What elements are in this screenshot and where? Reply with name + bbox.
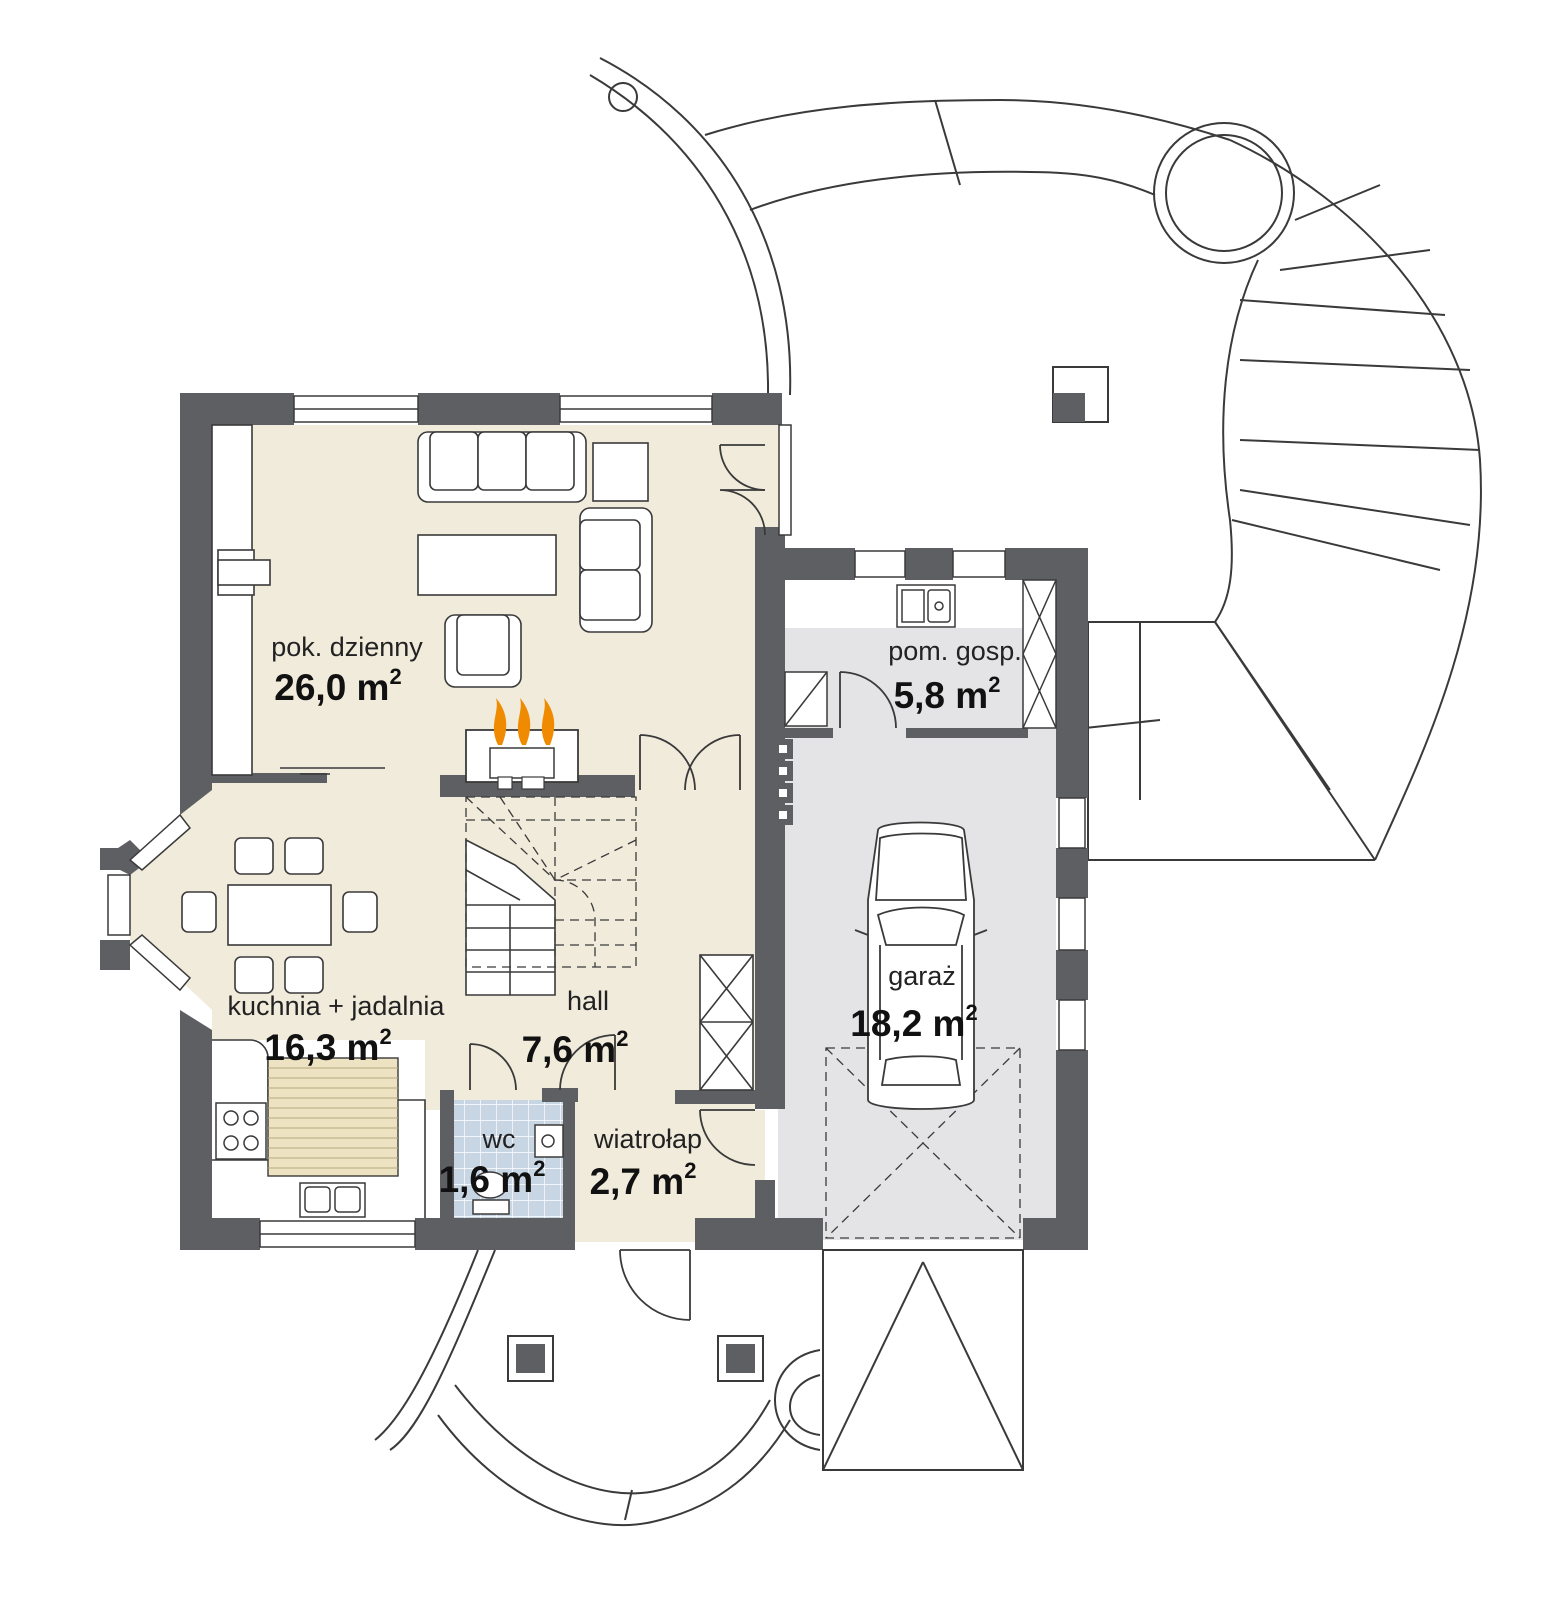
terrace-outline xyxy=(589,57,1482,861)
coffee-table xyxy=(417,534,557,596)
room-name-kitchen: kuchnia + jadalnia xyxy=(228,991,446,1021)
ottoman xyxy=(592,442,649,502)
porch-outline xyxy=(374,1249,1024,1527)
stove-icon xyxy=(215,1102,267,1160)
room-label-wc: wc 1,6 m2 xyxy=(439,1124,546,1200)
sink-icon xyxy=(299,1182,366,1218)
room-name-hall: hall xyxy=(567,986,609,1016)
pillar-top xyxy=(1052,366,1109,423)
dining-set xyxy=(181,837,378,994)
room-area-living: 26,0 m2 xyxy=(274,664,401,708)
room-label-utility: pom. gosp. 5,8 m2 xyxy=(888,636,1022,716)
room-area-hall: 7,6 m2 xyxy=(522,1026,629,1070)
room-name-garage: garaż xyxy=(888,961,956,991)
hall-wardrobe xyxy=(699,954,754,1091)
room-name-utility: pom. gosp. xyxy=(888,636,1022,666)
room-area-wc: 1,6 m2 xyxy=(439,1156,546,1200)
sofa-icon xyxy=(417,431,587,503)
tv-unit xyxy=(211,424,271,776)
room-label-vestibule: wiatrołap 2,7 m2 xyxy=(590,1124,702,1202)
room-label-garage: garaż 18,2 m2 xyxy=(850,955,978,1044)
room-area-kitchen: 16,3 m2 xyxy=(264,1024,391,1068)
windows xyxy=(107,395,1086,1248)
room-name-vestibule: wiatrołap xyxy=(593,1124,702,1154)
sofa-side-icon xyxy=(579,507,653,633)
staircase-upper xyxy=(465,796,637,968)
doors xyxy=(469,444,897,1321)
utility-fixtures xyxy=(784,579,1057,729)
room-area-vestibule: 2,7 m2 xyxy=(590,1158,697,1202)
kitchen-island xyxy=(267,1057,399,1177)
room-name-wc: wc xyxy=(482,1124,516,1154)
sliding-door xyxy=(280,767,385,775)
room-label-kitchen: kuchnia + jadalnia 16,3 m2 xyxy=(228,991,446,1068)
room-name-living: pok. dzienny xyxy=(271,632,423,662)
room-label-living: pok. dzienny 26,0 m2 xyxy=(271,632,423,708)
room-label-hall: hall 7,6 m2 xyxy=(522,986,629,1070)
wall-pilasters xyxy=(773,739,793,825)
walls xyxy=(100,393,1088,1250)
wc-fixtures xyxy=(472,1124,564,1215)
room-area-garage: 18,2 m2 xyxy=(850,1000,977,1044)
room-area-utility: 5,8 m2 xyxy=(894,672,1001,716)
armchair-icon xyxy=(444,614,522,688)
fireplace-icon xyxy=(465,698,579,790)
porch-pillars xyxy=(507,1335,764,1382)
